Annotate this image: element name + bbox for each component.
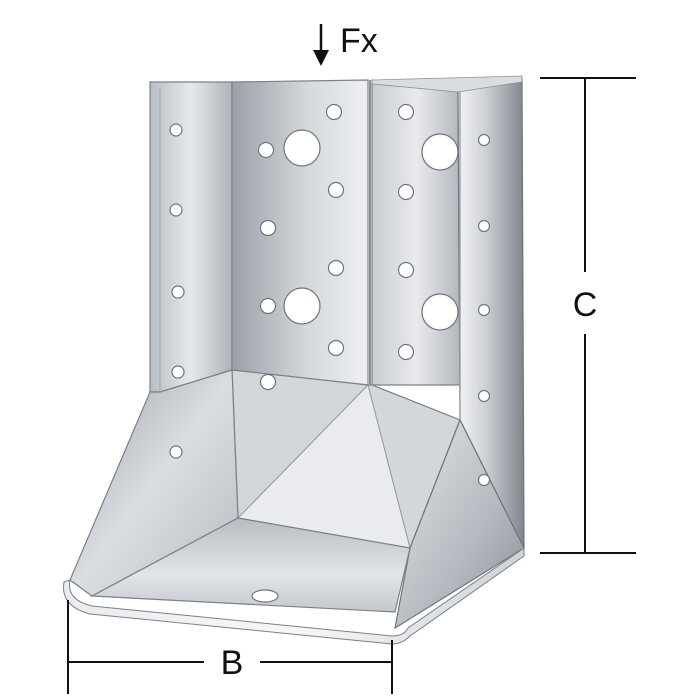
nail-hole [327,339,345,357]
nail-hole [325,103,343,121]
seat-plate-hole [251,589,279,603]
nail-hole [171,285,185,299]
dimension-width [67,600,393,694]
dimension-height [540,77,636,554]
force-arrow: Fx [313,22,378,66]
nail-hole [477,473,491,487]
nail-hole [397,343,415,361]
nail-hole [397,103,415,121]
large-bolt-hole [283,129,321,167]
nail-hole [477,303,491,317]
large-bolt-hole [421,293,459,331]
bottom-seat-plate [89,517,411,613]
back-left-wall [231,79,369,386]
nail-hole [397,183,415,201]
nail-hole [327,181,345,199]
joist-hanger [63,75,525,645]
nail-hole [327,259,345,277]
nail-hole [169,445,183,459]
nail-hole [259,297,277,315]
dimension-height-label: C [573,286,598,324]
dimension-width-label: B [221,644,244,682]
large-bolt-hole [283,287,321,325]
force-arrow-head [313,50,329,66]
nail-hole [477,133,491,147]
nail-holes [169,103,491,603]
nail-hole [477,219,491,233]
nail-hole [259,373,277,391]
large-bolt-hole [421,133,459,171]
force-label: Fx [340,22,378,60]
right-flange-top-edge [371,75,523,93]
right-sloped-side [394,418,525,630]
nail-hole [169,203,183,217]
nail-hole [259,219,277,237]
left-flange [149,81,233,393]
nail-hole [257,141,275,159]
nail-hole [477,389,491,403]
back-right-wall [371,79,461,386]
nail-hole [169,123,183,137]
nail-hole [397,261,415,279]
nail-hole [171,365,185,379]
front-folded-edge [63,547,525,645]
